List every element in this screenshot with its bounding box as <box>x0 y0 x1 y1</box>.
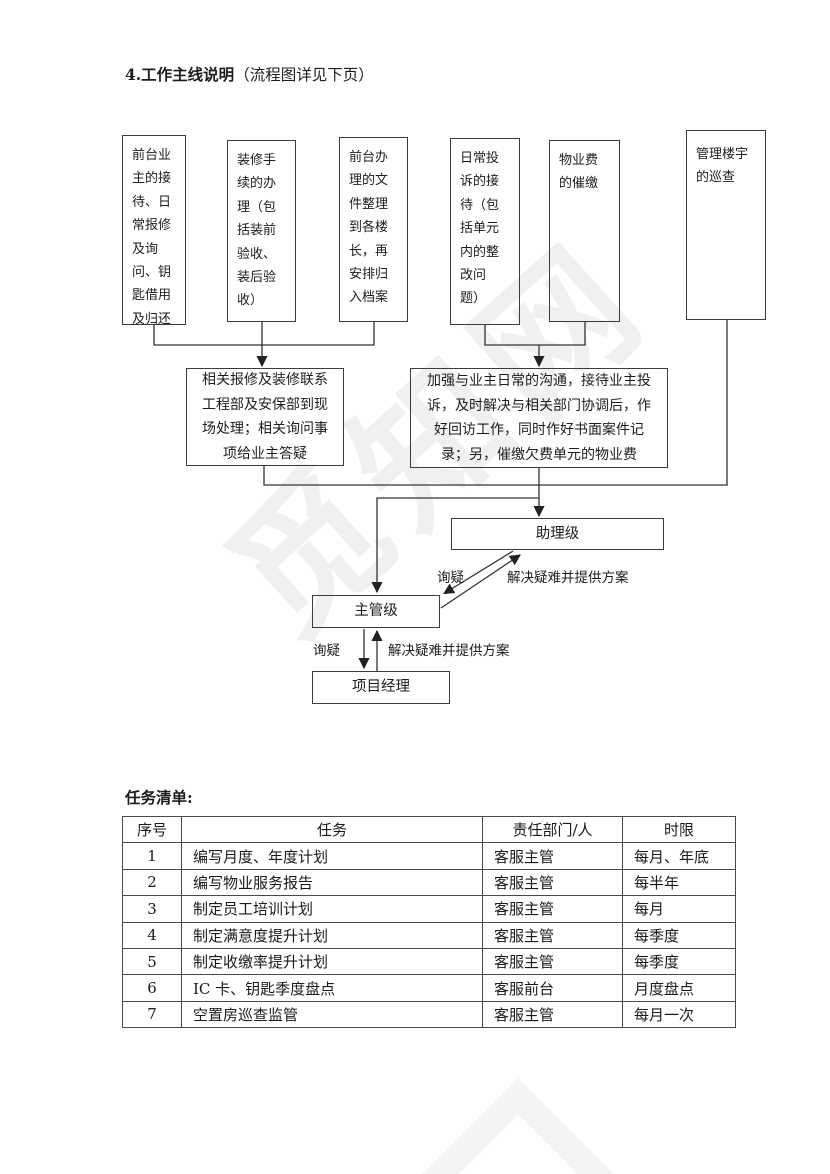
cell-task: 编写月度、年度计划 <box>181 842 483 870</box>
cell-owner: 客服主管 <box>482 842 623 870</box>
flow-box-front-desk-reception: 前台业 主的接 待、日 常报修 及询 问、钥 匙借用 及归还 <box>122 135 186 327</box>
task-row: 2 编写物业服务报告 客服主管 每半年 <box>122 868 736 897</box>
task-row: 7 空置房巡查监管 客服主管 每月一次 <box>122 1000 736 1029</box>
flowchart-connectors <box>153 320 728 672</box>
flow-box-owner-communication: 加强与业主日常的沟通，接待业主投 诉，及时解决与相关部门协调后，作 好回访工作，… <box>410 368 668 468</box>
task-row: 5 制定收缴率提升计划 客服主管 每季度 <box>122 947 736 976</box>
cell-deadline: 每半年 <box>622 868 736 897</box>
arrow-label-solution-lower: 解决疑难并提供方案 <box>388 643 510 659</box>
cell-seq: 7 <box>122 1000 182 1029</box>
cell-seq: 1 <box>122 842 182 870</box>
cell-deadline: 每季度 <box>622 947 736 976</box>
flow-box-building-patrol: 管理楼宇 的巡查 <box>686 130 766 320</box>
task-row: 1 编写月度、年度计划 客服主管 每月、年底 <box>122 842 736 870</box>
cell-owner: 客服主管 <box>482 1000 623 1029</box>
cell-task: 空置房巡查监管 <box>181 1000 483 1029</box>
cell-task: 制定收缴率提升计划 <box>181 947 483 976</box>
section-title: 4.工作主线说明（流程图详见下页） <box>125 63 374 85</box>
cell-owner: 客服主管 <box>482 895 623 923</box>
header-task: 任务 <box>181 815 483 844</box>
cell-task: IC 卡、钥匙季度盘点 <box>181 974 483 1002</box>
task-table-header-row: 序号 任务 责任部门/人 时限 <box>122 815 736 844</box>
flow-box-assistant-level: 助理级 <box>451 518 664 550</box>
flow-box-repairs-handling: 相关报修及装修联系 工程部及安保部到现 场处理；相关询问事 项给业主答疑 <box>186 368 344 466</box>
task-row: 4 制定满意度提升计划 客服主管 每季度 <box>122 921 736 949</box>
cell-task: 制定满意度提升计划 <box>181 921 483 949</box>
cell-deadline: 每月 <box>622 895 736 923</box>
header-seq: 序号 <box>122 815 182 844</box>
cell-seq: 3 <box>122 895 182 923</box>
flow-box-decoration-procedures: 装修手 续的办 理（包 括装前 验收、 装后验 收） <box>227 140 296 322</box>
header-deadline: 时限 <box>622 815 736 844</box>
cell-seq: 6 <box>122 974 182 1002</box>
flow-box-document-filing: 前台办 理的文 件整理 到各楼 长，再 安排归 入档案 <box>339 137 408 322</box>
section-title-main: 4.工作主线说明 <box>125 65 235 84</box>
flow-box-fee-collection: 物业费 的催缴 <box>549 140 620 322</box>
task-row: 6 IC 卡、钥匙季度盘点 客服前台 月度盘点 <box>122 974 736 1002</box>
arrow-label-inquiry-upper: 询疑 <box>437 570 464 586</box>
flow-box-daily-complaints: 日常投 诉的接 待（包 括单元 内的整 改问 题） <box>450 138 520 325</box>
flow-box-project-manager: 项目经理 <box>312 671 450 704</box>
watermark-logo: 知 <box>368 1078 668 1174</box>
cell-owner: 客服主管 <box>482 868 623 897</box>
cell-deadline: 每月一次 <box>622 1000 736 1029</box>
cell-owner: 客服主管 <box>482 921 623 949</box>
cell-owner: 客服主管 <box>482 947 623 976</box>
task-list-title: 任务清单: <box>125 788 193 807</box>
connector-lines <box>153 320 728 672</box>
cell-task: 制定员工培训计划 <box>181 895 483 923</box>
cell-seq: 4 <box>122 921 182 949</box>
task-table: 序号 任务 责任部门/人 时限 1 编写月度、年度计划 客服主管 每月、年底 2… <box>122 815 736 1029</box>
flow-box-supervisor-level: 主管级 <box>312 595 440 628</box>
cell-owner: 客服前台 <box>482 974 623 1002</box>
cell-deadline: 每季度 <box>622 921 736 949</box>
cell-deadline: 每月、年底 <box>622 842 736 870</box>
arrow-label-solution-upper: 解决疑难并提供方案 <box>507 570 629 586</box>
task-row: 3 制定员工培训计划 客服主管 每月 <box>122 895 736 923</box>
cell-deadline: 月度盘点 <box>622 974 736 1002</box>
section-title-note: （流程图详见下页） <box>234 66 374 84</box>
cell-task: 编写物业服务报告 <box>181 868 483 897</box>
cell-seq: 5 <box>122 947 182 976</box>
arrow-label-inquiry-lower: 询疑 <box>313 643 340 659</box>
cell-seq: 2 <box>122 868 182 897</box>
header-owner: 责任部门/人 <box>482 815 623 844</box>
